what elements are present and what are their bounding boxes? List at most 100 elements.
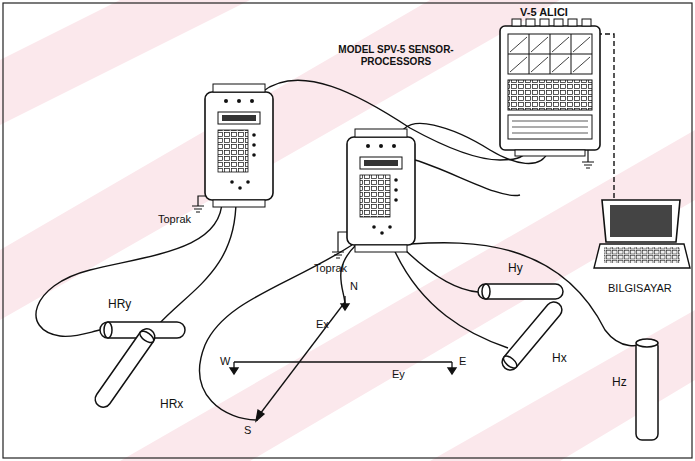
sensor-processor xyxy=(355,245,407,252)
magnetic-coil xyxy=(104,322,112,338)
sensor-processor xyxy=(360,157,402,169)
sensor-processor xyxy=(347,137,415,245)
receiver-details xyxy=(508,34,592,74)
receiver-details xyxy=(510,37,590,72)
magnetic-coil xyxy=(92,326,158,411)
ground-symbol xyxy=(192,206,204,212)
receiver-details xyxy=(554,19,563,26)
sensor-processor xyxy=(246,180,250,184)
cables xyxy=(400,245,478,292)
magnetic-coil xyxy=(636,339,658,347)
coil-label: Hy xyxy=(508,262,523,276)
receiver-details xyxy=(508,34,592,74)
sensor-processor xyxy=(222,115,256,121)
cables xyxy=(415,160,520,196)
sensor-processor xyxy=(388,225,392,229)
cables xyxy=(341,245,356,305)
direction-label: N xyxy=(350,280,358,293)
heading: BILGISAYAR xyxy=(608,282,672,295)
heading: V-5 ALICI xyxy=(520,6,568,19)
sensor-processor xyxy=(238,186,242,190)
sensor-processor xyxy=(360,175,390,217)
electrode-layout xyxy=(234,361,452,362)
sensor-processor xyxy=(213,200,265,207)
sensor-processor xyxy=(230,180,234,184)
electrode-layout xyxy=(230,368,238,374)
sensor-processor xyxy=(372,225,376,229)
coil-name: Hy xyxy=(508,262,523,276)
sensor-processor xyxy=(380,231,384,235)
receiver-details xyxy=(568,19,577,26)
ground-symbol xyxy=(587,150,588,162)
electrode-layout xyxy=(448,368,456,374)
watermark xyxy=(430,310,695,461)
sensor-processor xyxy=(205,84,273,207)
channel-label: Ex xyxy=(316,318,329,331)
sensor-processor xyxy=(392,144,396,148)
laptop-computer xyxy=(602,200,680,242)
magnetic-coil xyxy=(478,284,563,299)
ground-symbol xyxy=(198,196,205,206)
electrode-layout xyxy=(260,302,345,414)
sensor-processor xyxy=(252,133,256,137)
direction-label: E xyxy=(459,355,466,368)
dashed-link xyxy=(600,34,614,198)
coil-label: HRy xyxy=(108,298,131,312)
ground-label: Toprak xyxy=(158,213,191,226)
laptop-computer xyxy=(594,200,690,268)
sensor-processor xyxy=(250,99,254,103)
electrode-layout xyxy=(256,410,264,421)
sensor-processor xyxy=(218,112,260,124)
magnetic-coil xyxy=(501,354,518,370)
receiver-details xyxy=(512,19,521,26)
part-label: MODEL SPV-5 SENSOR-PROCESSORS xyxy=(332,44,460,67)
coil-name: Hx xyxy=(552,352,567,366)
sensor-processor xyxy=(366,144,370,148)
coil-name: HRx xyxy=(160,398,183,412)
cables xyxy=(36,200,222,336)
sensor-processor xyxy=(218,130,248,172)
coil-label: Hz xyxy=(612,376,627,390)
sensor-processor xyxy=(252,143,256,147)
receiver-details xyxy=(508,80,592,110)
magnetic-coil xyxy=(92,326,158,411)
cables xyxy=(200,245,352,420)
sensor-processor xyxy=(379,144,383,148)
sensor-processor xyxy=(394,198,398,202)
magnetic-coil xyxy=(482,284,490,299)
laptop-computer xyxy=(610,205,672,237)
receiver-details xyxy=(512,121,588,133)
sensor-processor xyxy=(213,84,265,92)
magnetic-coil xyxy=(138,329,156,345)
coil-label: HRx xyxy=(160,398,183,412)
sensor-processor xyxy=(252,153,256,157)
electrode-layout xyxy=(230,296,456,421)
sensor-processor xyxy=(347,129,415,252)
ground-symbol xyxy=(582,162,594,168)
ground-label: Toprak xyxy=(314,262,347,275)
electrode-layout xyxy=(341,304,349,310)
frame xyxy=(3,3,692,458)
magnetic-coil xyxy=(636,340,658,440)
receiver-details xyxy=(508,115,592,139)
cables xyxy=(158,200,236,325)
coil-label: Hx xyxy=(552,352,567,366)
sensor-processor xyxy=(355,129,407,137)
coil-name: Hz xyxy=(612,376,627,390)
sensor-processor xyxy=(364,160,398,166)
sensor-processor xyxy=(237,99,241,103)
sensor-processor xyxy=(394,188,398,192)
sensor-processor xyxy=(224,99,228,103)
direction-label: S xyxy=(244,424,251,437)
receiver-details xyxy=(500,26,600,150)
magnetic-coil xyxy=(92,284,658,440)
receiver-box: V-5 ALICI xyxy=(500,26,600,150)
receiver-details xyxy=(515,150,585,156)
receiver-details xyxy=(540,19,549,26)
channel-label: Ey xyxy=(392,368,405,381)
